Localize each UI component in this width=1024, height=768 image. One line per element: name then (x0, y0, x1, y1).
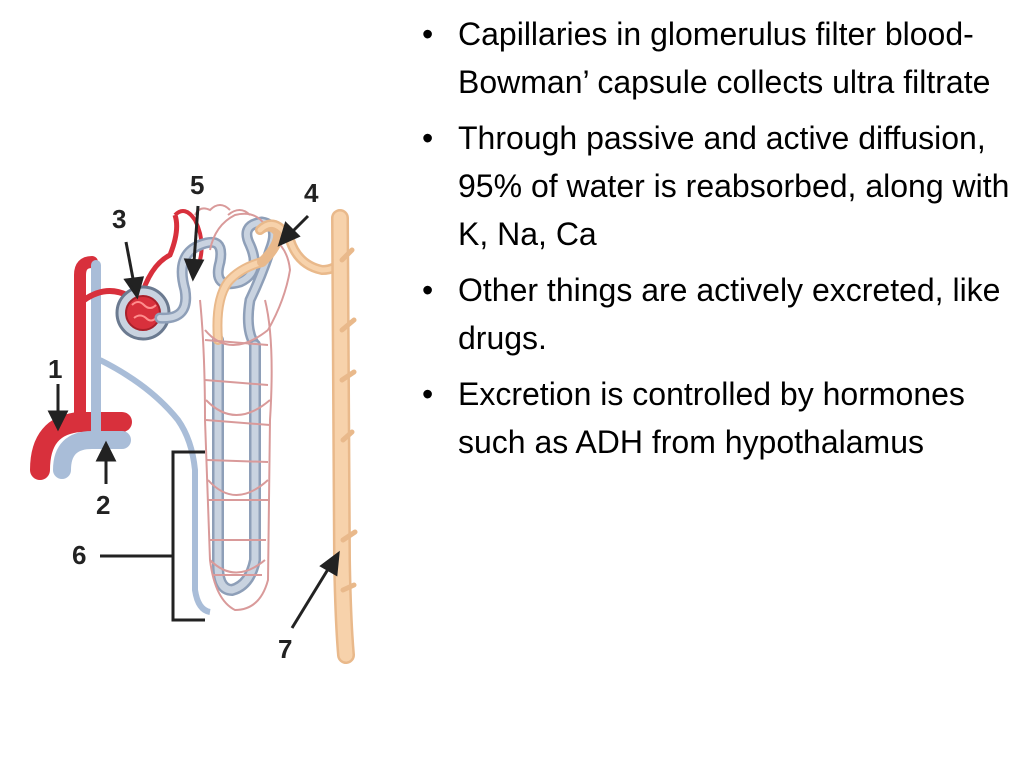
venule (98, 357, 211, 615)
label-1: 1 (48, 354, 62, 384)
bullet-text: Capillaries in glomerulus filter blood- … (458, 16, 991, 100)
label-2: 2 (96, 490, 110, 520)
bullet-text: Through passive and active diffusion, 95… (458, 120, 1010, 252)
label-4: 4 (304, 178, 319, 208)
bullet-text: Excretion is controlled by hormones such… (458, 376, 965, 460)
bullet-item: • Other things are actively excreted, li… (418, 266, 1018, 362)
label-7: 7 (278, 634, 292, 664)
bullet-item: • Capillaries in glomerulus filter blood… (418, 10, 1018, 106)
bullet-marker: • (422, 272, 434, 308)
bullet-list: • Capillaries in glomerulus filter blood… (418, 10, 1018, 474)
bullet-marker: • (422, 16, 434, 52)
bullet-item: • Excretion is controlled by hormones su… (418, 370, 1018, 466)
bullet-text: Other things are actively excreted, like… (458, 272, 1001, 356)
label-arrows (47, 205, 340, 629)
label-3: 3 (112, 204, 126, 234)
collecting-duct (331, 209, 358, 664)
bracket-6 (100, 450, 205, 622)
bullet-marker: • (422, 120, 434, 156)
label-6: 6 (72, 540, 86, 570)
bullet-item: • Through passive and active diffusion, … (418, 114, 1018, 258)
label-5: 5 (190, 170, 204, 200)
bullet-marker: • (422, 376, 434, 412)
